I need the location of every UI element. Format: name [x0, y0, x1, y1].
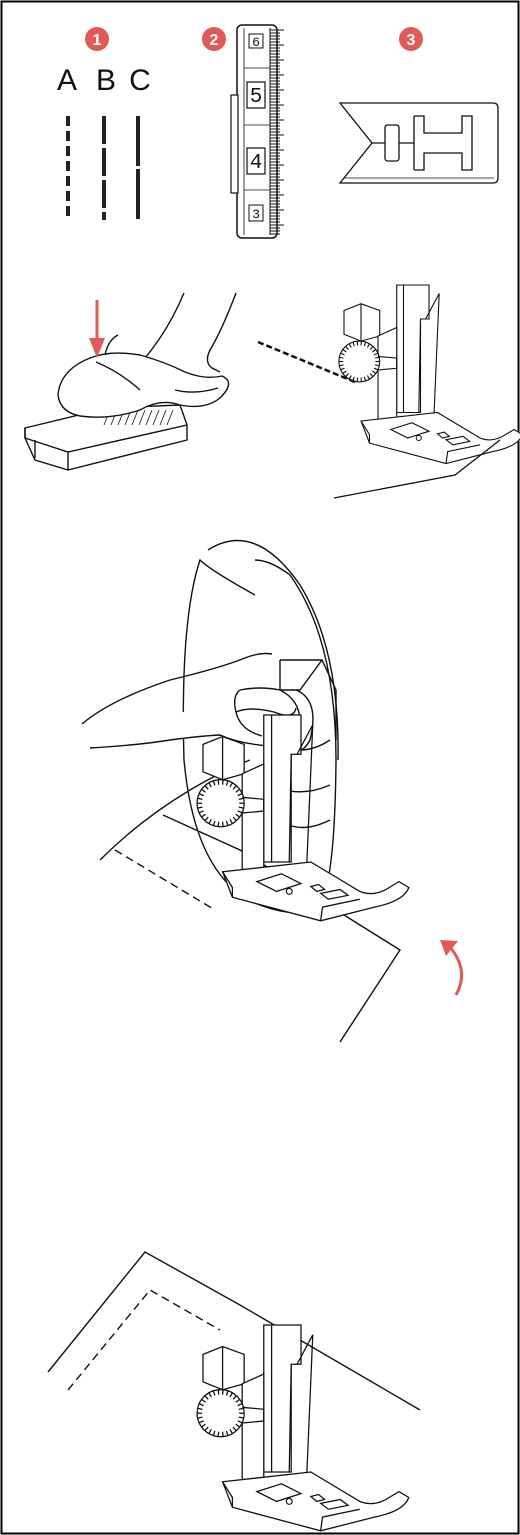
curved-arrow-icon	[440, 940, 462, 995]
step-badge-2: 2	[202, 27, 226, 51]
presser-foot-top-view	[340, 103, 498, 183]
stitch-letter-b: B	[96, 64, 116, 97]
stitch-letter-labels: A B C	[57, 64, 151, 97]
step-badge-1: 1	[85, 27, 109, 51]
presser-foot-after-turn-illustration	[197, 1325, 409, 1531]
step-badge-3: 3	[399, 27, 423, 51]
dial-number-3: 3	[252, 207, 260, 222]
dial-number-4: 4	[250, 152, 263, 175]
step-badge-3-label: 3	[407, 32, 416, 49]
foot-pedal-illustration	[25, 293, 236, 470]
dial-number-6: 6	[252, 35, 260, 50]
step-badge-1-label: 1	[93, 32, 102, 49]
presser-foot-pivot-illustration	[197, 715, 409, 921]
stitch-letter-a: A	[57, 64, 77, 97]
stitch-letter-c: C	[129, 64, 151, 97]
presser-foot-needle-down-illustration	[258, 285, 520, 498]
stitch-length-dial: 6 5 4 3	[231, 25, 284, 238]
arrow-down-icon	[89, 300, 105, 358]
dial-number-5: 5	[250, 86, 263, 109]
step-badge-2-label: 2	[210, 32, 219, 49]
